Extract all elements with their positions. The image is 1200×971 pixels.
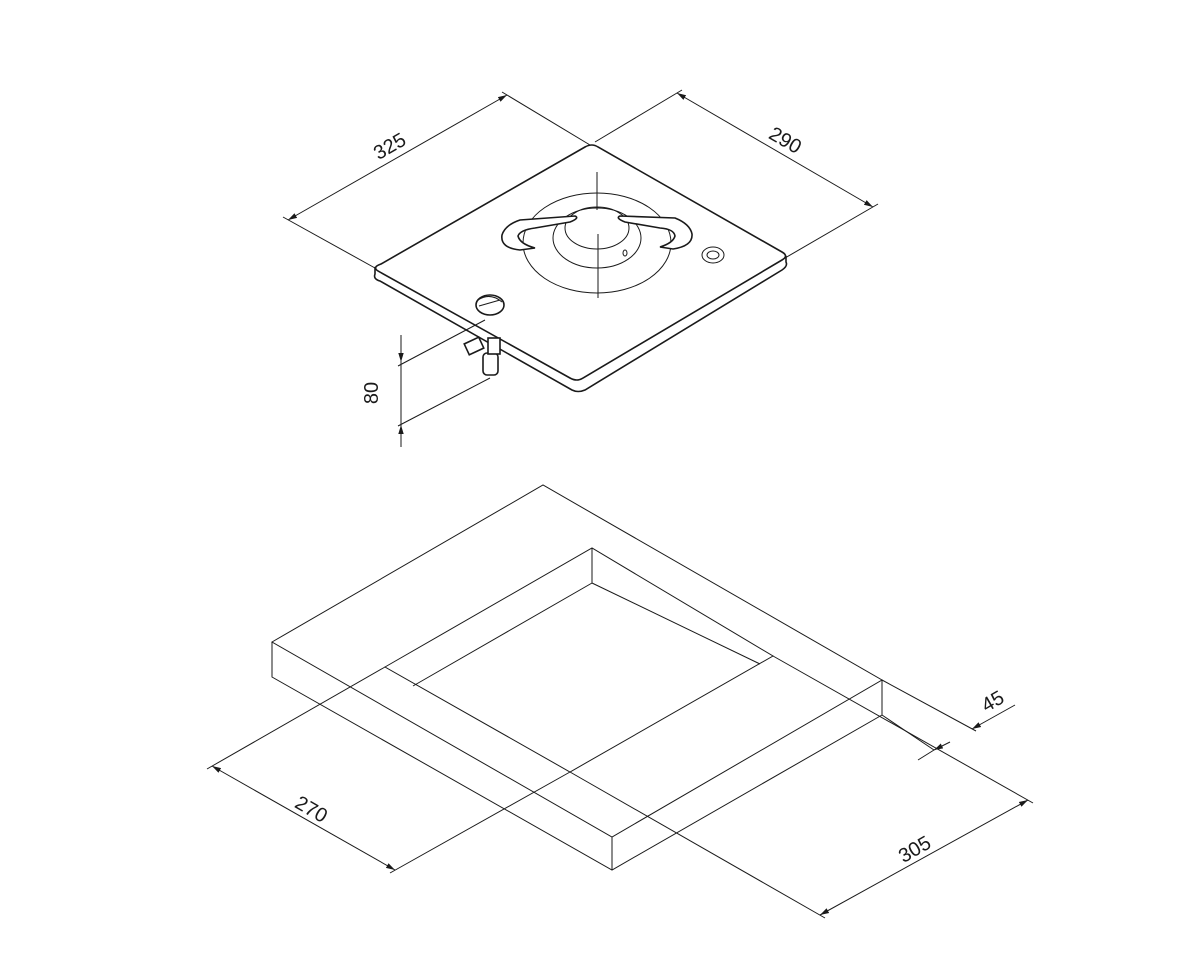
dimension-290: 290 xyxy=(765,123,805,159)
countertop-drawing: 270 305 45 xyxy=(206,484,1034,919)
dimension-80: 80 xyxy=(361,382,383,404)
cutout-opening xyxy=(383,547,774,773)
burner xyxy=(501,172,693,298)
dimension-325: 325 xyxy=(370,129,410,165)
hob-drawing: 325 290 80 xyxy=(282,89,879,447)
dimension-45: 45 xyxy=(978,687,1008,717)
gas-valve xyxy=(463,336,501,376)
dimension-305: 305 xyxy=(895,832,935,868)
ignition-button xyxy=(701,246,725,264)
hob-plate-edge xyxy=(373,255,788,393)
countertop-block xyxy=(270,484,883,871)
hob-plate-top xyxy=(374,144,787,381)
dimension-270: 270 xyxy=(291,792,331,828)
control-knob xyxy=(475,294,505,316)
